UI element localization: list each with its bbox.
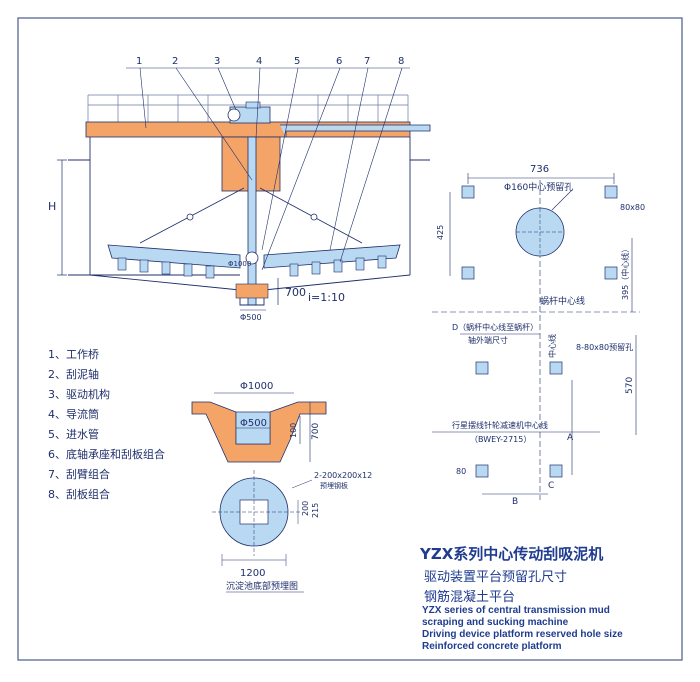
drive-mechanism [227,101,271,124]
d-label: D（蜗杆中心线至蜗杆） [452,322,538,332]
title-main-zh: YZX系列中心传动刮吸泥机 [420,545,604,563]
height-dimension [57,159,67,276]
bottom-bearing [245,251,259,265]
dim-736: 736 [530,164,549,175]
shaft-out-label: 轴外端尺寸 [468,335,508,345]
title-en2: scraping and sucking machine [422,617,569,628]
plate-spec: 2-200x200x12 [314,471,372,480]
title-en1: YZX series of central transmission mud [422,605,610,616]
dim-80: 80 [456,467,466,476]
section-h100: 100 [289,423,298,438]
worm-axis-label: 蜗杆中心线 [540,295,585,307]
dim-c: C [548,481,554,491]
title-sub1-zh: 驱动装置平台预留孔尺寸 [424,570,568,585]
model-label: （BWEY-2715） [470,435,531,444]
dim-395: 395（中心线） [620,245,630,300]
legend-item-6: 6、底轴承座和刮板组合 [48,448,165,461]
part-number-labels: 1 2 3 4 5 6 7 8 [136,56,404,67]
legend-item-1: 1、工作桥 [48,348,99,361]
scraper-blades [117,255,387,279]
section-h700: 700 [311,423,321,440]
part-number-3: 3 [214,56,220,67]
embed-lines [212,470,313,566]
height-label: H [48,200,56,213]
legend-item-7: 7、刮臂组合 [48,468,110,481]
dim-1200: 1200 [240,568,265,579]
slope-label: i=1:10 [308,291,345,304]
plan-view [432,173,640,500]
hole-160-label: Φ160中心预留孔 [504,181,573,193]
section-dia1000: Φ1000 [240,381,273,392]
part-number-5: 5 [294,56,300,67]
dim-215: 215 [311,503,320,518]
part-number-6: 6 [336,56,342,67]
bottom-plan-caption: 沉淀池底部预埋图 [226,580,298,592]
title-en3: Driving device platform reserved hole si… [422,629,623,640]
holes-8-label: 8-80x80预留孔 [576,342,633,352]
title-en4: Reinforced concrete platform [422,641,562,652]
bridge-railing [87,94,409,122]
plate-label: 预埋钢板 [320,481,348,490]
drawing-border [17,17,683,661]
title-sub2-zh: 钢筋混凝土平台 [424,590,516,605]
small-dia500: Φ500 [240,313,262,322]
dim-a: A [567,433,574,443]
tie-rods [139,187,363,244]
part-leaders [126,67,410,271]
center-sump [235,283,269,299]
dim-b: B [512,497,518,507]
dim-570: 570 [625,377,635,394]
part-number-8: 8 [398,56,404,67]
scraper-arm-left [107,244,241,269]
legend-item-5: 5、进水管 [48,428,99,441]
center-line-label: 中心线 [547,334,557,358]
reserved-holes [461,185,618,478]
section-dia500: Φ500 [240,418,267,429]
part-number-7: 7 [364,56,370,67]
legend-item-2: 2、刮泥轴 [48,368,99,381]
part-number-2: 2 [172,56,178,67]
scraper-arm-right [263,244,401,269]
part-number-4: 4 [256,56,262,67]
sq-80x80-label: 80x80 [620,203,645,212]
dim-425: 425 [436,225,445,240]
section-dims [214,392,311,462]
dim-200: 200 [301,501,310,516]
planet-line-label: 行星摆线针轮减速机中心线 [452,420,548,430]
scraper-shaft [247,136,257,306]
tank-walls [68,137,430,276]
dim-700-label: 700 [285,286,306,299]
legend-item-4: 4、导流筒 [48,408,99,421]
part-number-1: 1 [136,56,142,67]
legend-item-8: 8、刮板组合 [48,488,110,501]
legend-item-3: 3、驱动机构 [48,388,110,401]
small-dia1000: Φ1000 [228,260,251,268]
